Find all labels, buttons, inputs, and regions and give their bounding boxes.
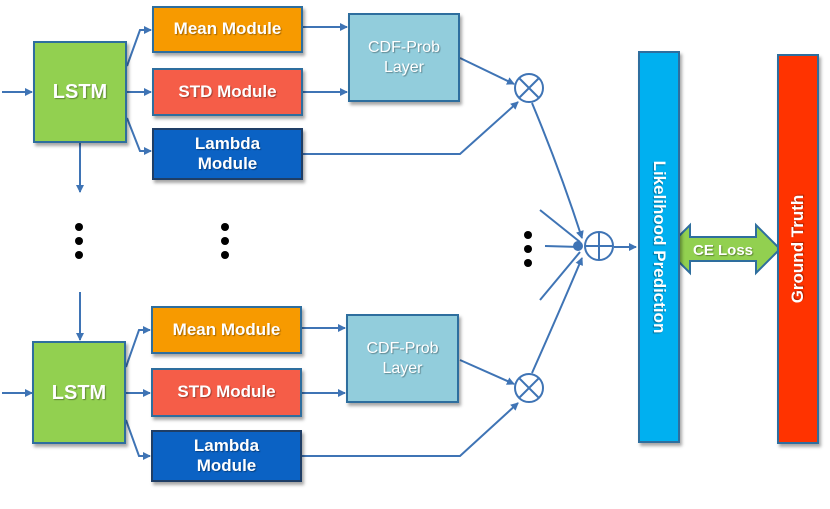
mult-bottom-to-sum bbox=[531, 257, 583, 374]
vertical-ellipsis-products bbox=[524, 231, 532, 273]
std-module-label: STD Module bbox=[177, 382, 276, 402]
likelihood-prediction-label: Likelihood Prediction bbox=[650, 160, 670, 334]
lambda-label-line1: Lambda bbox=[193, 435, 260, 455]
multiply-node-bottom bbox=[514, 373, 544, 403]
lambda-module-top: Lambda Module bbox=[152, 128, 303, 180]
ground-truth-label: Ground Truth bbox=[787, 194, 807, 304]
lambda-to-mult-bottom bbox=[302, 402, 519, 457]
lambda-to-mult-top bbox=[303, 101, 519, 155]
likelihood-prediction-bar: Likelihood Prediction bbox=[638, 51, 680, 443]
sum-node bbox=[573, 231, 614, 261]
lstm-label: LSTM bbox=[52, 81, 108, 103]
lambda-label-line2: Module bbox=[197, 154, 258, 173]
cdf-prob-layer-top: CDF-Prob Layer bbox=[348, 13, 460, 102]
lstm-to-lambda-top bbox=[126, 117, 152, 155]
mult-top-to-sum bbox=[531, 102, 584, 239]
mean-module-bottom: Mean Module bbox=[151, 306, 302, 354]
lambda-label-line2: Module bbox=[196, 456, 257, 475]
lstm-label: LSTM bbox=[51, 381, 107, 404]
vertical-ellipsis-lstm bbox=[75, 223, 83, 265]
cdf-prob-layer-bottom: CDF-Prob Layer bbox=[346, 314, 459, 403]
cdf-label-line1: CDF-Prob bbox=[367, 39, 440, 57]
cdf-label-line2: Layer bbox=[383, 58, 425, 76]
vertical-ellipsis-modules bbox=[221, 223, 229, 265]
extra-input-3 bbox=[539, 251, 581, 301]
lstm-to-mean-top bbox=[126, 26, 152, 67]
lambda-label-line1: Lambda bbox=[194, 133, 261, 153]
multiply-node-top bbox=[514, 73, 544, 103]
mean-module-top: Mean Module bbox=[152, 6, 303, 53]
mean-module-label: Mean Module bbox=[173, 19, 282, 39]
lstm-box-top: LSTM bbox=[33, 41, 127, 143]
cdf-to-mult-bottom bbox=[459, 359, 515, 385]
lstm-to-lambda-bottom bbox=[125, 419, 151, 460]
lstm-to-mean-bottom bbox=[125, 326, 151, 368]
lstm-box-bottom: LSTM bbox=[32, 341, 126, 444]
ground-truth-bar: Ground Truth bbox=[777, 54, 819, 444]
std-module-bottom: STD Module bbox=[151, 368, 302, 417]
std-module-top: STD Module bbox=[152, 68, 303, 116]
cdf-to-mult-top bbox=[459, 57, 515, 85]
mean-module-label: Mean Module bbox=[172, 319, 281, 339]
std-module-label: STD Module bbox=[178, 81, 277, 101]
lambda-module-bottom: Lambda Module bbox=[151, 430, 302, 482]
extra-input-1 bbox=[539, 209, 581, 243]
cdf-label-line2: Layer bbox=[382, 359, 423, 377]
ce-loss-label: CE Loss bbox=[692, 241, 753, 259]
cdf-label-line1: CDF-Prob bbox=[366, 340, 439, 358]
